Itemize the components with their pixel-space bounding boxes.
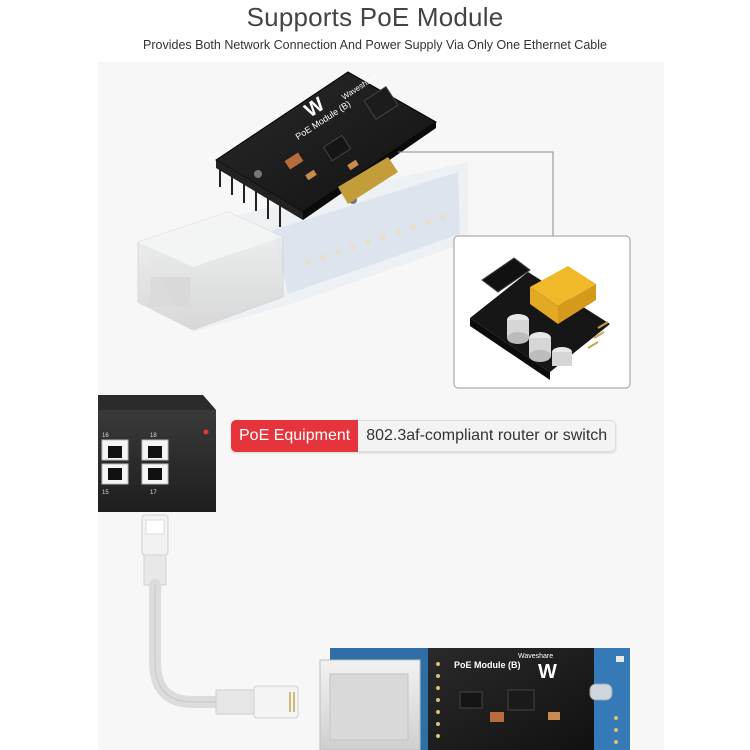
callout-line-top (398, 151, 554, 238)
board-bottom-name: PoE Module (B) (454, 660, 521, 670)
product-scene: Waveshare W PoE Module (B) (98, 71, 631, 750)
network-switch: 16 18 15 17 (98, 395, 216, 512)
port-label-16: 16 (102, 433, 109, 439)
port-label-18: 18 (150, 433, 157, 439)
page-title: Supports PoE Module (246, 2, 504, 32)
poe-module-board-top: Waveshare W PoE Module (B) (215, 71, 437, 227)
board-bottom-brand: Waveshare (518, 653, 553, 660)
module-closeup-inset (453, 235, 631, 389)
usb-c-port-icon (589, 683, 613, 701)
port-label-17: 17 (150, 490, 157, 496)
ethernet-ports (101, 439, 169, 485)
page-subtitle: Provides Both Network Connection And Pow… (143, 38, 607, 52)
product-illustration: Waveshare W PoE Module (B) (98, 62, 664, 750)
rj45-jack-faded (137, 211, 284, 331)
ethernet-cable (141, 514, 299, 719)
status-led-icon (203, 429, 209, 435)
callout-tag: PoE Equipment (231, 420, 359, 452)
waveshare-logo-icon: W (538, 661, 557, 683)
top-assembly: Waveshare W PoE Module (B) (137, 71, 468, 332)
capacitor-icon (507, 314, 572, 366)
callout-description: 802.3af-compliant router or switch (358, 420, 617, 452)
poe-equipment-callout: PoE Equipment 802.3af-compliant router o… (231, 420, 617, 452)
port-label-15: 15 (102, 490, 109, 496)
bottom-assembly: Waveshare PoE Module (B) W (319, 648, 630, 750)
